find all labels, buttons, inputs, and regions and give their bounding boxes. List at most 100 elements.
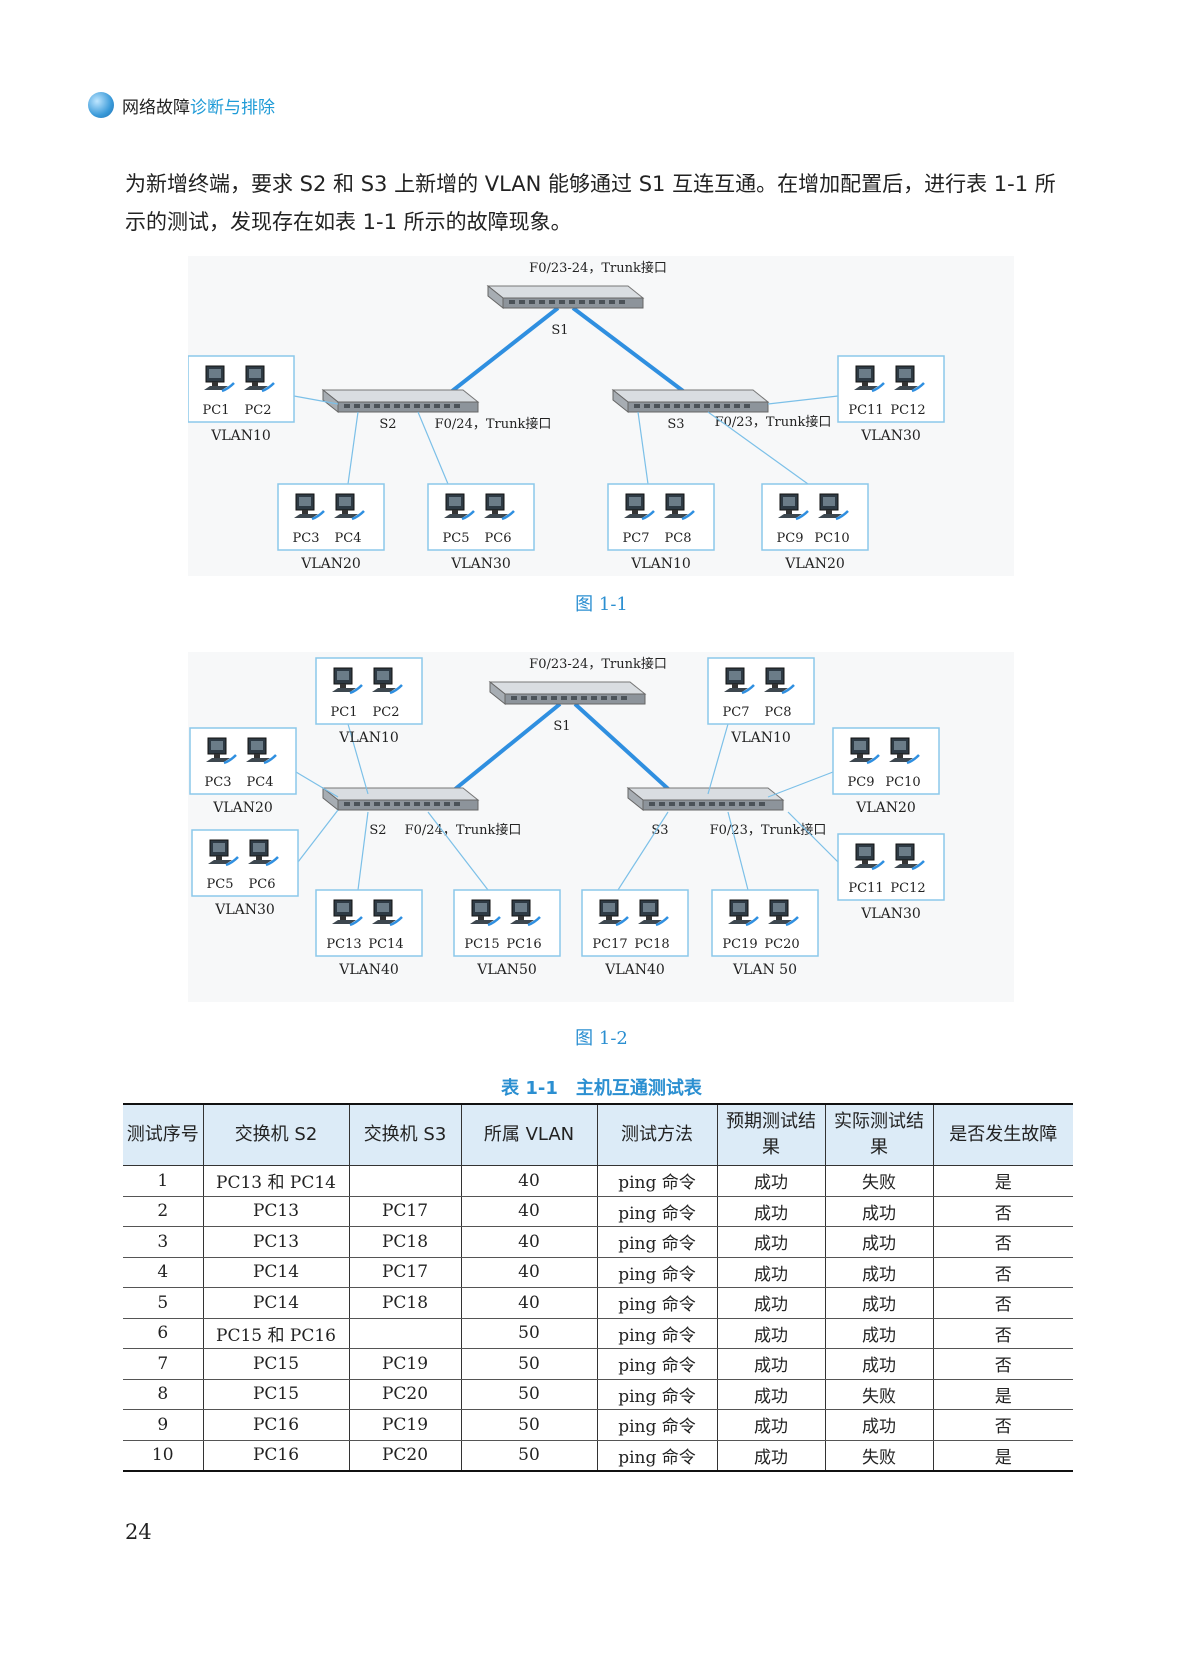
access-link	[427, 811, 489, 891]
switch-port	[571, 696, 577, 700]
network-cable-icon	[745, 916, 759, 927]
switch-port	[424, 802, 430, 806]
switch-port	[619, 300, 625, 304]
switch-label: S2	[369, 823, 386, 838]
network-cable-icon	[871, 382, 885, 393]
table-cell: 5	[123, 1287, 204, 1319]
table-cell: 成功	[716, 1409, 826, 1441]
monitor-screen	[211, 741, 223, 750]
monitor-screen	[213, 843, 225, 852]
network-cable-icon	[265, 856, 279, 867]
switch-port	[699, 802, 705, 806]
network-cable-icon	[911, 860, 925, 871]
monitor-stand	[646, 916, 652, 920]
pc-label: PC4	[247, 775, 274, 790]
table-header-cell: 是否发生故障	[932, 1103, 1073, 1166]
switch-label: S1	[553, 719, 570, 734]
table-cell: 否	[932, 1409, 1073, 1441]
monitor-stand	[772, 684, 778, 688]
table-cell: 40	[460, 1287, 598, 1319]
vlan-label: VLAN10	[630, 556, 691, 572]
monitor-screen	[729, 671, 741, 680]
monitor-screen	[669, 497, 681, 506]
switch-port	[674, 404, 680, 408]
monitor-stand	[902, 382, 908, 386]
switch-label: S3	[667, 417, 684, 432]
vlan-label: VLAN40	[604, 962, 665, 978]
table-cell: PC15 和 PC16	[202, 1318, 350, 1349]
keyboard-icon	[510, 920, 534, 924]
monitor-screen	[253, 843, 265, 852]
vlan-label: VLAN30	[860, 428, 921, 444]
switch-port	[529, 300, 535, 304]
table-cell: 失败	[824, 1379, 934, 1410]
table-cell: ping 命令	[596, 1226, 718, 1258]
pc-label: PC4	[335, 531, 362, 546]
keyboard-icon	[294, 514, 318, 518]
pc-label: PC13	[326, 937, 361, 952]
table-cell: PC16	[202, 1440, 350, 1472]
monitor-screen	[337, 671, 349, 680]
monitor-stand	[897, 754, 903, 758]
switch-port	[739, 802, 745, 806]
table-cell: ping 命令	[596, 1196, 718, 1227]
table-cell: ping 命令	[596, 1379, 718, 1410]
monitor-screen	[449, 497, 461, 506]
table-cell: 成功	[824, 1318, 934, 1349]
pc-label: PC5	[207, 877, 234, 892]
table-cell: 6	[123, 1318, 204, 1349]
network-cable-icon	[501, 510, 515, 521]
network-cable-icon	[487, 916, 501, 927]
keyboard-icon	[484, 514, 508, 518]
switch-port	[531, 696, 537, 700]
vlan-label: VLAN20	[212, 800, 273, 816]
monitor-screen	[643, 903, 655, 912]
access-link	[357, 811, 369, 891]
keyboard-icon	[818, 514, 842, 518]
switch-port	[759, 802, 765, 806]
table-cell: 10	[123, 1440, 204, 1472]
monitor-stand	[862, 382, 868, 386]
table-cell: 50	[460, 1348, 598, 1380]
monitor-screen	[823, 497, 835, 506]
table-cell: 成功	[824, 1226, 934, 1258]
switch-port	[434, 404, 440, 408]
monitor-stand	[216, 856, 222, 860]
switch-top	[626, 787, 785, 801]
table-cell: 40	[460, 1196, 598, 1227]
switch-port	[384, 404, 390, 408]
switch-port	[609, 300, 615, 304]
switch-port	[344, 404, 350, 408]
table-cell: 是	[932, 1440, 1073, 1472]
switch-port	[709, 802, 715, 806]
keyboard-icon	[332, 688, 356, 692]
switch-port	[719, 802, 725, 806]
table-cell: ping 命令	[596, 1165, 718, 1197]
figure-2-caption: 图 1-2	[575, 1028, 628, 1049]
keyboard-icon	[728, 920, 752, 924]
table-cell: 成功	[716, 1226, 826, 1258]
network-cable-icon	[261, 382, 275, 393]
table-cell: 成功	[716, 1287, 826, 1319]
vlan-label: VLAN10	[338, 730, 399, 746]
monitor-screen	[859, 847, 871, 856]
table-cell: 否	[932, 1348, 1073, 1380]
switch-port	[521, 696, 527, 700]
table-cell	[348, 1318, 462, 1349]
monitor-stand	[826, 510, 832, 514]
switch-port	[454, 404, 460, 408]
table-cell: 40	[460, 1165, 598, 1197]
switch-port	[354, 404, 360, 408]
monitor-stand	[302, 510, 308, 514]
pc-label: PC7	[623, 531, 650, 546]
table-cell: 成功	[716, 1257, 826, 1288]
switch-port	[561, 696, 567, 700]
monitor-stand	[380, 684, 386, 688]
table-cell: PC20	[348, 1379, 462, 1410]
access-link	[347, 411, 359, 485]
network-cable-icon	[781, 684, 795, 695]
table-cell: 成功	[824, 1409, 934, 1441]
network-cable-icon	[911, 382, 925, 393]
